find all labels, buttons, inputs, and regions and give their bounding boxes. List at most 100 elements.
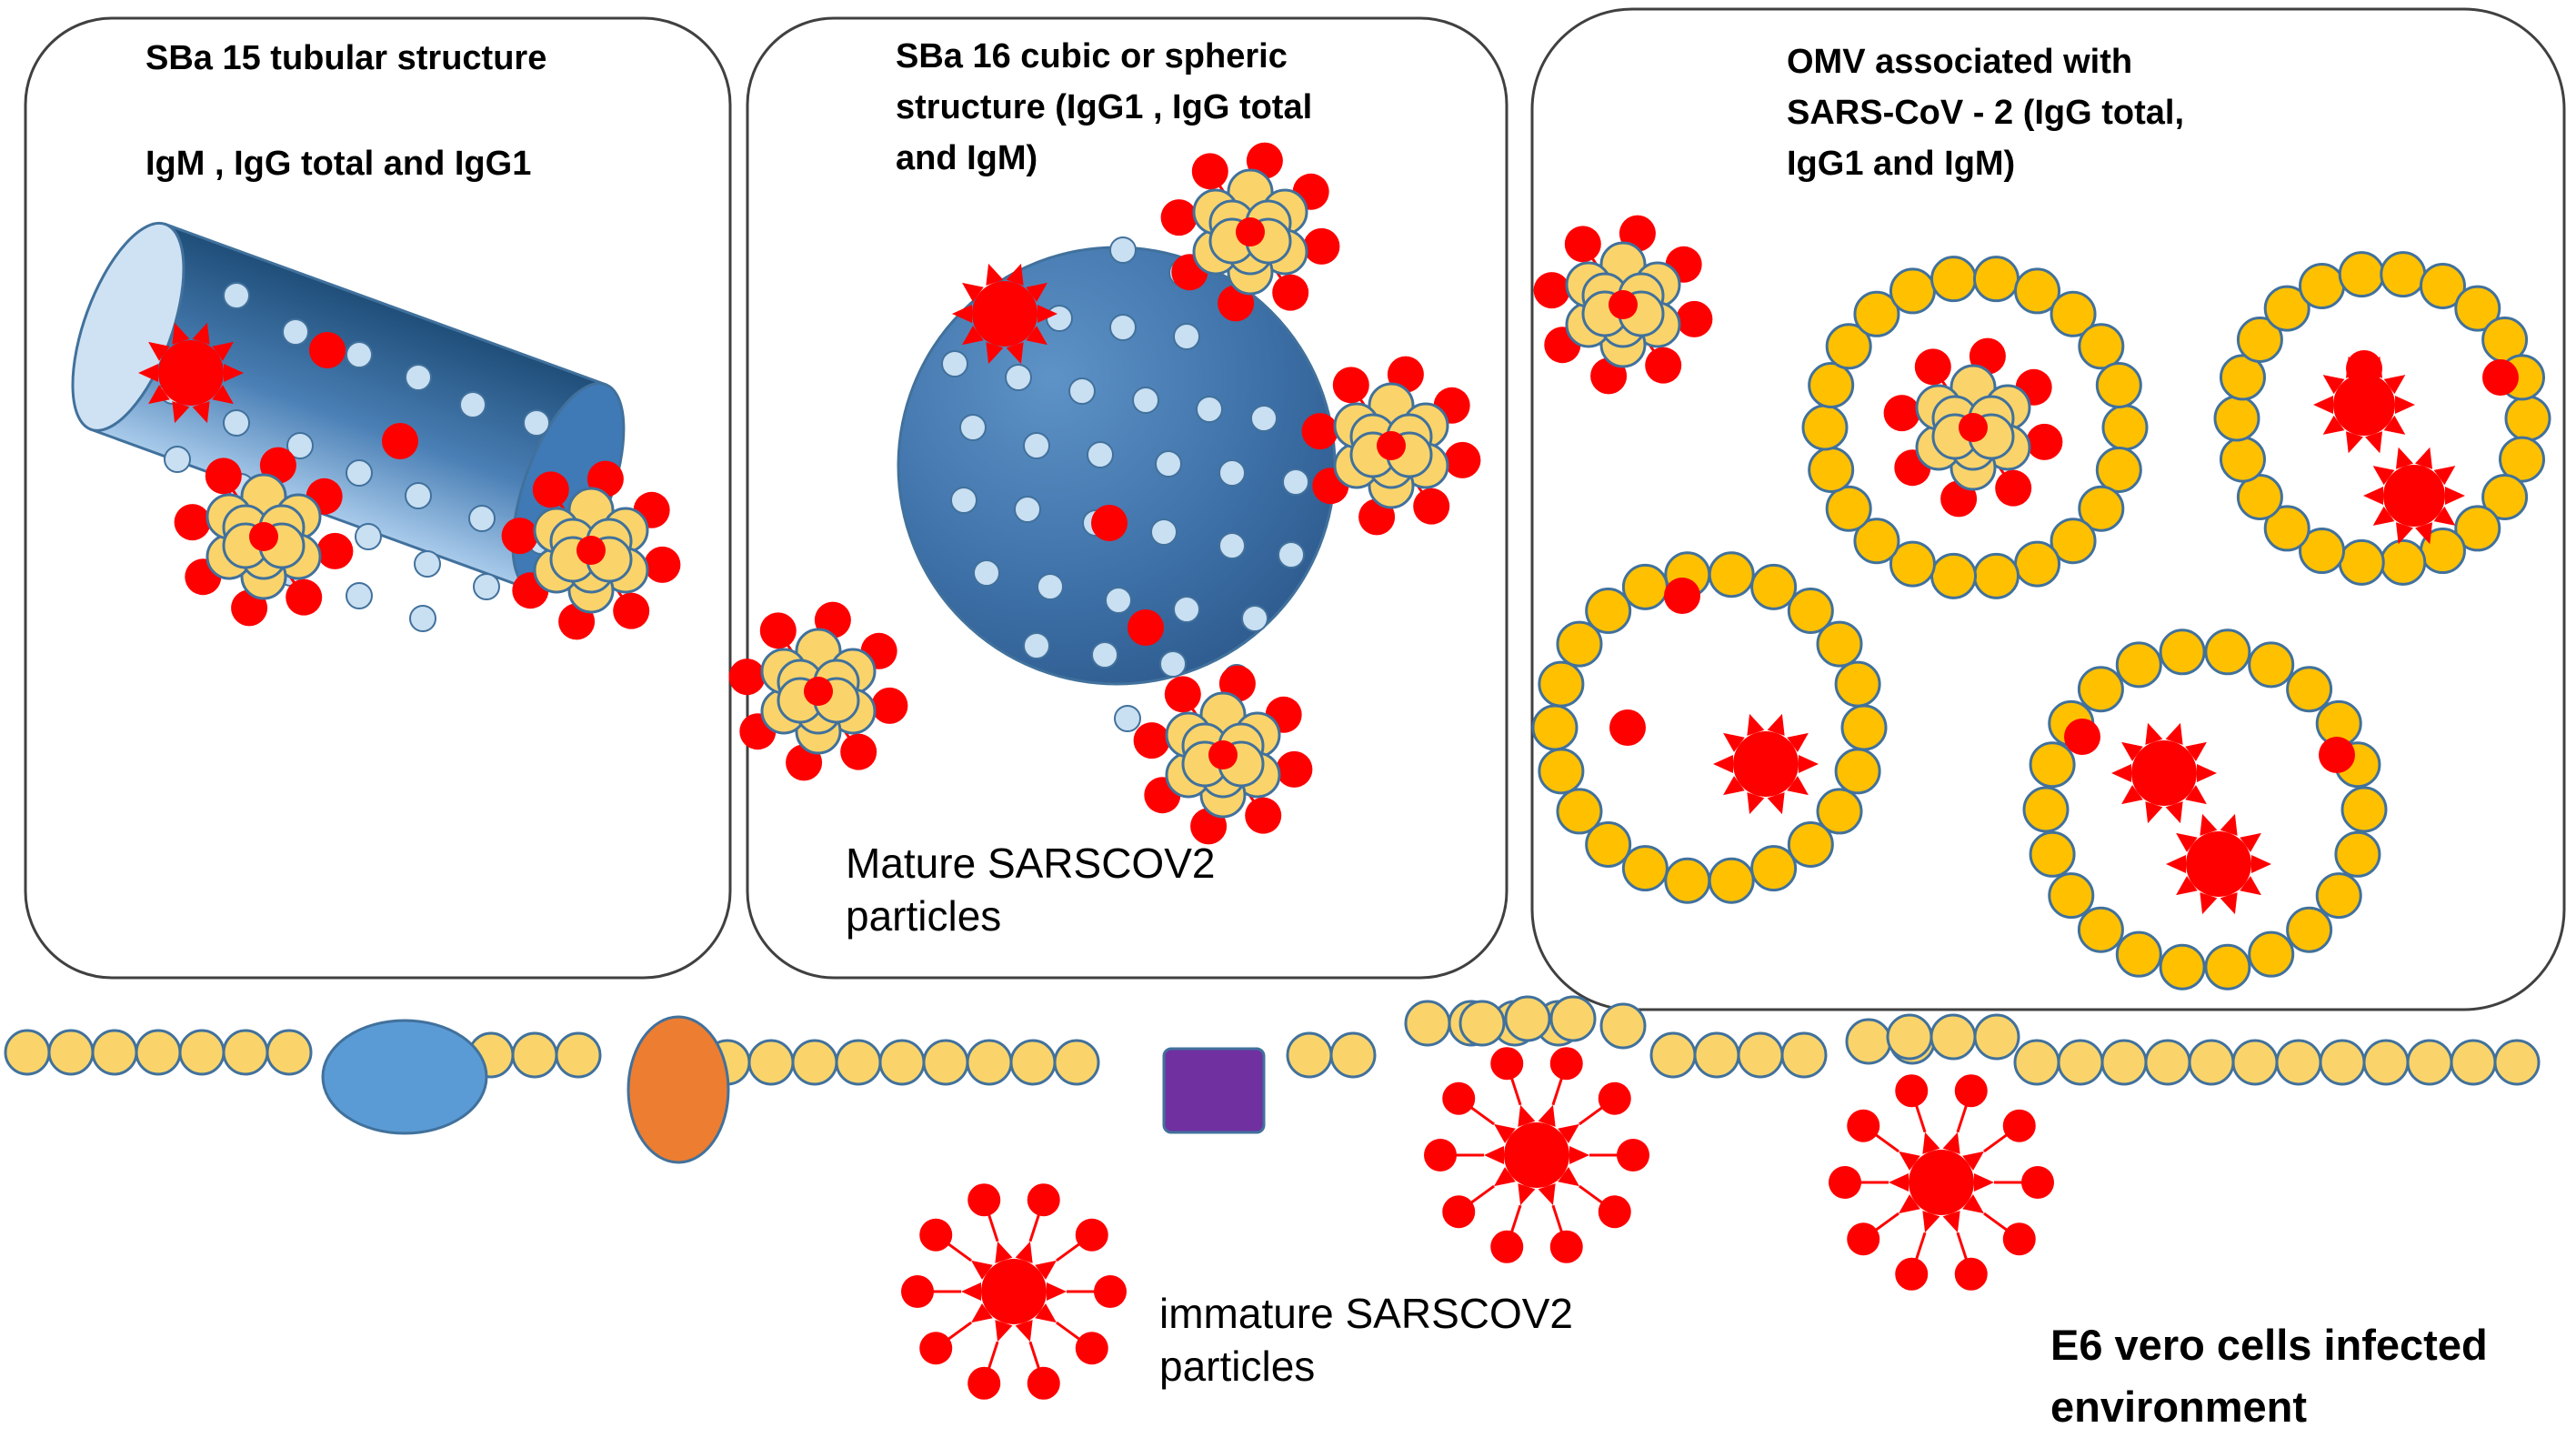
free-antibody — [2482, 359, 2519, 396]
virion-body — [2383, 465, 2445, 527]
spike — [1723, 732, 1745, 752]
spike — [995, 1241, 1013, 1263]
antibody — [286, 578, 323, 616]
membrane-bead — [878, 1039, 926, 1086]
spike — [172, 401, 190, 424]
omv-bead — [2022, 786, 2070, 833]
membrane-bead — [1404, 1000, 1451, 1047]
antibody — [1444, 441, 1481, 478]
omv-bead — [2248, 930, 2295, 978]
spike-head — [1895, 1257, 1929, 1291]
antibody — [1272, 274, 1309, 311]
pore — [1196, 396, 1223, 423]
spike — [1899, 1151, 1920, 1171]
cell-membrane — [4, 995, 2541, 1086]
spike — [1026, 282, 1047, 302]
omv-bead — [2236, 474, 2283, 521]
spike — [2364, 431, 2383, 454]
spike — [1767, 792, 1785, 815]
omv-bead — [1621, 845, 1669, 892]
spike-head — [1895, 1074, 1929, 1108]
spike — [2322, 375, 2345, 395]
spike — [2251, 855, 2271, 873]
omv-bead — [2115, 641, 2162, 689]
membrane-bead — [1845, 1018, 1892, 1065]
virion-body — [158, 340, 224, 406]
omv-bead — [2419, 262, 2466, 309]
omv-bead — [1708, 857, 1755, 904]
omv-bead — [1834, 748, 1881, 795]
omv-bead — [2315, 872, 2362, 920]
omv-bead — [1853, 290, 1900, 337]
spike-head — [1442, 1081, 1476, 1115]
spike — [2322, 415, 2345, 435]
antigen-cluster — [1301, 356, 1481, 536]
omv-bead — [2380, 251, 2427, 298]
membrane-bead — [2450, 1039, 2497, 1086]
sba15-subtitle: IgM , IgG total and IgG1 — [145, 145, 532, 183]
omv-bead — [1585, 588, 1632, 635]
spike — [1047, 1282, 1067, 1301]
virion-body — [2186, 831, 2251, 897]
spike — [1538, 1104, 1556, 1127]
omv-bead — [1972, 256, 2020, 303]
virion-body — [2333, 374, 2395, 436]
omv-bead — [2248, 641, 2295, 689]
omv-bead — [1750, 563, 1798, 610]
omv-bead — [2048, 872, 2095, 920]
spike — [2383, 415, 2406, 435]
antibody — [2026, 423, 2063, 460]
spike — [1723, 776, 1745, 796]
spike — [2240, 832, 2261, 852]
membrane-protein-blue-oval — [321, 1019, 488, 1135]
omv-bead — [1750, 845, 1798, 892]
pore — [282, 318, 309, 346]
membrane-bead — [91, 1029, 138, 1076]
membrane-bead — [1286, 1031, 1333, 1079]
spike — [2313, 396, 2333, 414]
spike — [2200, 813, 2218, 836]
omv-bead — [1825, 485, 1872, 532]
spike — [138, 364, 158, 382]
pore — [1037, 573, 1064, 600]
sarscov2-virion — [2166, 813, 2271, 915]
membrane-bead — [1599, 1002, 1647, 1050]
omv-bead — [2236, 316, 2283, 363]
omv-bead — [2504, 395, 2551, 442]
membrane-bead — [1549, 995, 1597, 1042]
omv-bead — [2095, 446, 2142, 493]
pore — [1218, 459, 1246, 487]
omv-bead — [2077, 906, 2124, 953]
omv-bead — [1787, 588, 1834, 635]
pore — [1282, 468, 1309, 496]
membrane-bead — [1693, 1031, 1740, 1079]
omv-bead — [2299, 528, 2346, 575]
spike — [2166, 855, 2186, 873]
antigen-core — [1377, 431, 1406, 460]
spike-head — [1847, 1109, 1880, 1142]
spike-head — [1424, 1139, 1457, 1172]
omv-bead — [1816, 788, 1863, 835]
spike — [224, 364, 244, 382]
antibody — [1533, 272, 1570, 309]
pore — [164, 446, 191, 473]
spike — [148, 341, 170, 361]
spike — [962, 326, 984, 346]
pore — [1105, 587, 1132, 614]
pore — [1114, 705, 1141, 732]
pore — [1173, 323, 1200, 350]
antigen-core — [576, 536, 606, 565]
pore — [346, 582, 373, 609]
pore — [1014, 496, 1041, 523]
spike — [2372, 466, 2395, 486]
pore — [1046, 305, 1073, 332]
spike — [2185, 785, 2207, 805]
membrane-bead — [4, 1029, 51, 1076]
antibody — [205, 458, 242, 495]
spike — [1889, 1173, 1909, 1192]
spike — [2111, 764, 2131, 782]
spike-head — [919, 1218, 953, 1252]
spike — [1787, 776, 1809, 796]
omv-bead — [1808, 362, 1855, 409]
pore — [1132, 387, 1159, 414]
